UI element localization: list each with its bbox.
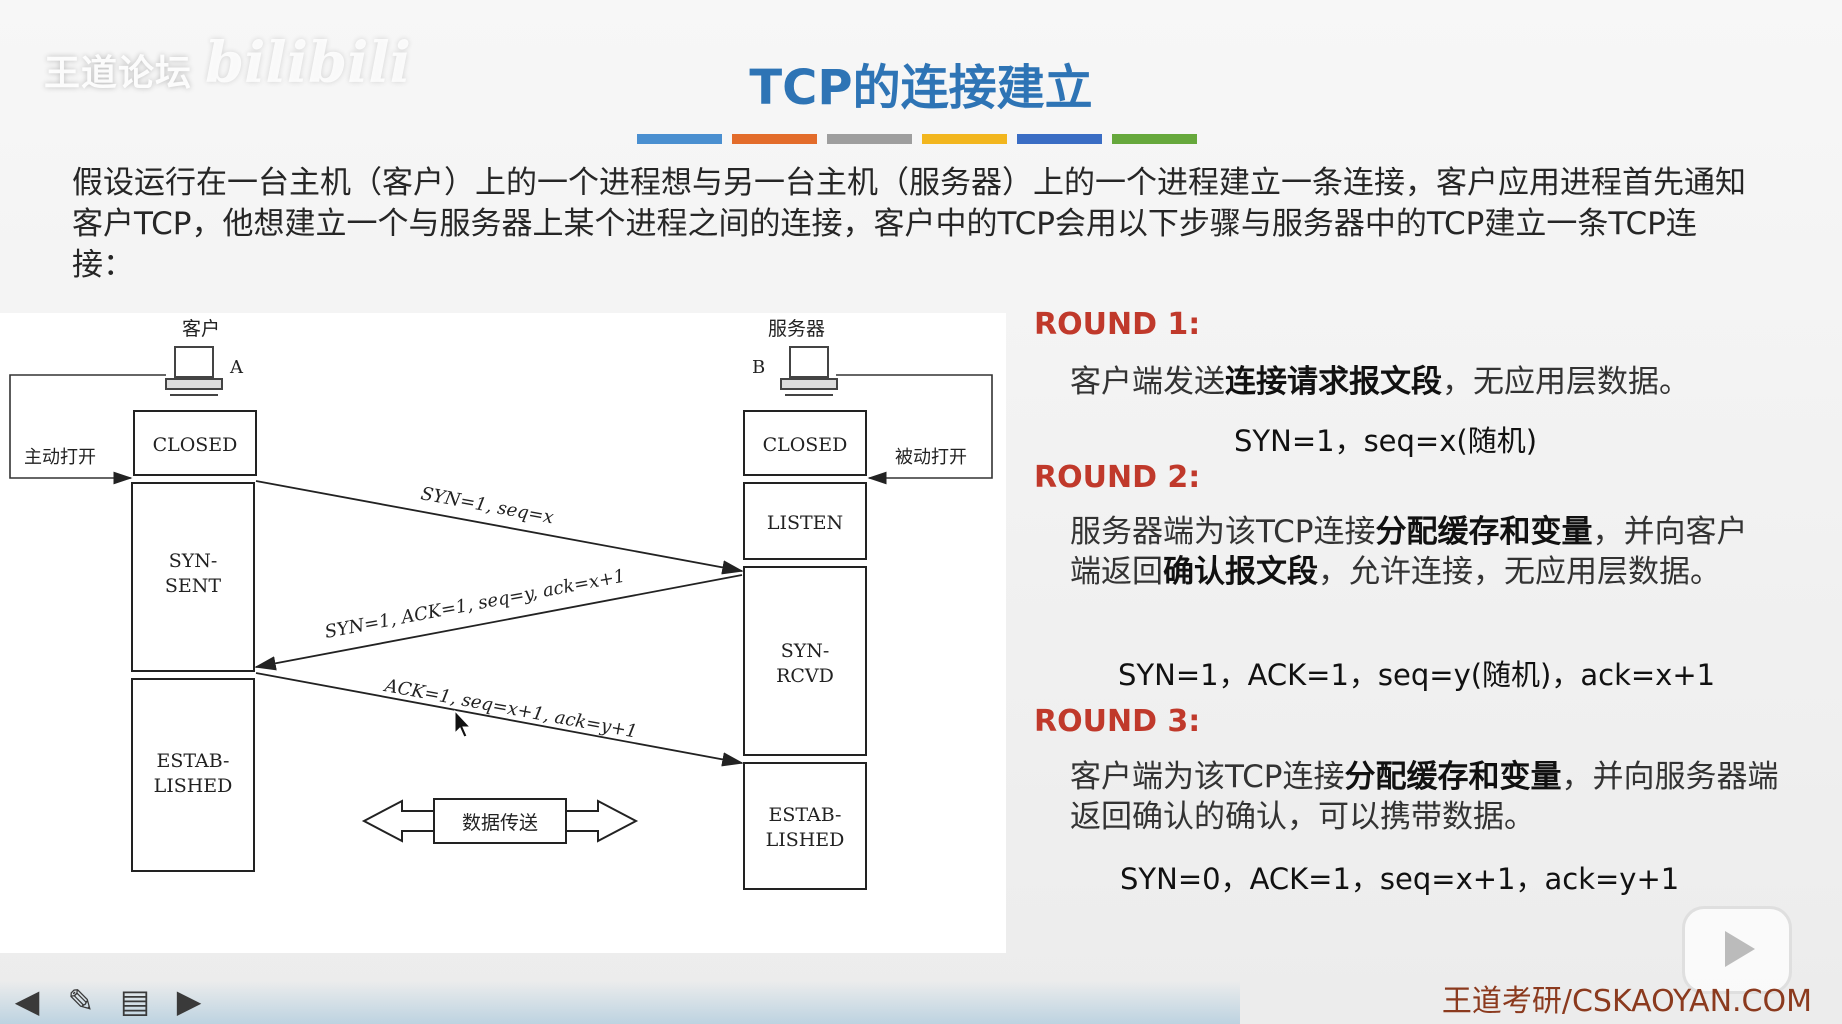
client-state-established-label: ESTAB-LISHED xyxy=(154,750,233,797)
server-state-closed-label: CLOSED xyxy=(763,434,848,456)
menu-icon[interactable]: ▤ xyxy=(119,982,151,1020)
mouse-cursor-icon xyxy=(454,709,472,738)
slide-title: TCP的连接建立 xyxy=(749,60,1093,116)
round-2-formula: SYN=1，ACK=1，seq=y(随机)，ack=x+1 xyxy=(1118,658,1716,692)
server-state-syn-rcvd-label: SYN-RCVD xyxy=(776,640,834,687)
title-bar-5 xyxy=(1017,134,1102,144)
client-label: 客户 xyxy=(182,318,220,340)
active-open-label: 主动打开 xyxy=(24,447,96,468)
title-bar-4 xyxy=(922,134,1007,144)
round-1-desc: 客户端发送连接请求报文段，无应用层数据。 xyxy=(1070,364,1690,400)
title-bar-1 xyxy=(637,134,722,144)
passive-open-arrow xyxy=(836,374,993,485)
server-state-syn-rcvd xyxy=(743,566,867,756)
round-2-desc: 服务器端为该TCP连接分配缓存和变量，并向客户端返回确认报文段，允许连接，无应用… xyxy=(1070,514,1748,590)
client-state-syn-sent-label: SYN-SENT xyxy=(165,550,222,597)
play-icon[interactable] xyxy=(1682,906,1792,994)
round-1-formula: SYN=1，seq=x(随机) xyxy=(1234,424,1538,458)
server-state-listen xyxy=(743,482,867,560)
bilibili-watermark: bilibili xyxy=(205,30,411,96)
host-b-label: B xyxy=(752,357,765,378)
pen-icon[interactable]: ✎ xyxy=(67,982,95,1020)
server-state-established xyxy=(743,762,867,890)
data-transfer-left-arrow xyxy=(361,799,435,843)
msg3-label: ACK=1, seq=x+1, ack=y+1 xyxy=(381,675,639,743)
bottom-decor-strip xyxy=(0,980,1240,1024)
active-open-arrow xyxy=(9,374,166,485)
round-1-label: ROUND 1: xyxy=(1034,307,1201,342)
server-state-closed xyxy=(743,410,867,476)
client-state-established xyxy=(131,678,255,872)
client-computer-icon xyxy=(165,346,223,396)
msg3-arrow xyxy=(255,672,744,767)
data-transfer-right-arrow xyxy=(565,799,639,843)
round-3-formula: SYN=0，ACK=1，seq=x+1，ack=y+1 xyxy=(1120,862,1680,896)
round-2-label: ROUND 2: xyxy=(1034,460,1201,495)
data-transfer-box xyxy=(433,798,567,844)
prev-slide-icon[interactable]: ◀ xyxy=(14,982,40,1020)
server-computer-icon xyxy=(780,346,838,396)
server-label: 服务器 xyxy=(768,318,825,340)
footer-brand: 王道考研/CSKAOYAN.COM xyxy=(1441,984,1812,1019)
data-transfer-label: 数据传送 xyxy=(462,812,538,834)
next-slide-icon[interactable]: ▶ xyxy=(176,982,202,1020)
wangdao-forum-logo: 王道论坛 xyxy=(44,53,193,94)
round-3-desc: 客户端为该TCP连接分配缓存和变量，并向服务器端返回确认的确认，可以携带数据。 xyxy=(1070,759,1779,835)
slide-nav-toolbar: ◀ ✎ ▤ ▶ xyxy=(10,982,206,1020)
msg1-label: SYN=1, seq=x xyxy=(419,483,555,528)
intro-paragraph: 假设运行在一台主机（客户）上的一个进程想与另一台主机（服务器）上的一个进程建立一… xyxy=(72,165,1746,283)
msg2-label: SYN=1, ACK=1, seq=y, ack=x+1 xyxy=(323,566,627,643)
msg2-arrow xyxy=(254,574,743,671)
title-color-bars xyxy=(637,134,1197,144)
title-bar-6 xyxy=(1112,134,1197,144)
client-state-closed-label: CLOSED xyxy=(153,434,238,456)
client-state-syn-sent xyxy=(131,482,255,672)
server-state-listen-label: LISTEN xyxy=(767,512,843,534)
title-bar-3 xyxy=(827,134,912,144)
server-state-established-label: ESTAB-LISHED xyxy=(766,804,845,851)
round-3-label: ROUND 3: xyxy=(1034,704,1201,739)
client-state-closed xyxy=(133,410,257,476)
passive-open-label: 被动打开 xyxy=(895,447,967,468)
msg1-arrow xyxy=(255,480,744,575)
tcp-handshake-diagram: 客户 服务器 A B 主动打开 被动打开 CLOSED SYN-SENT xyxy=(0,313,1006,953)
host-a-label: A xyxy=(229,357,244,378)
title-bar-2 xyxy=(732,134,817,144)
